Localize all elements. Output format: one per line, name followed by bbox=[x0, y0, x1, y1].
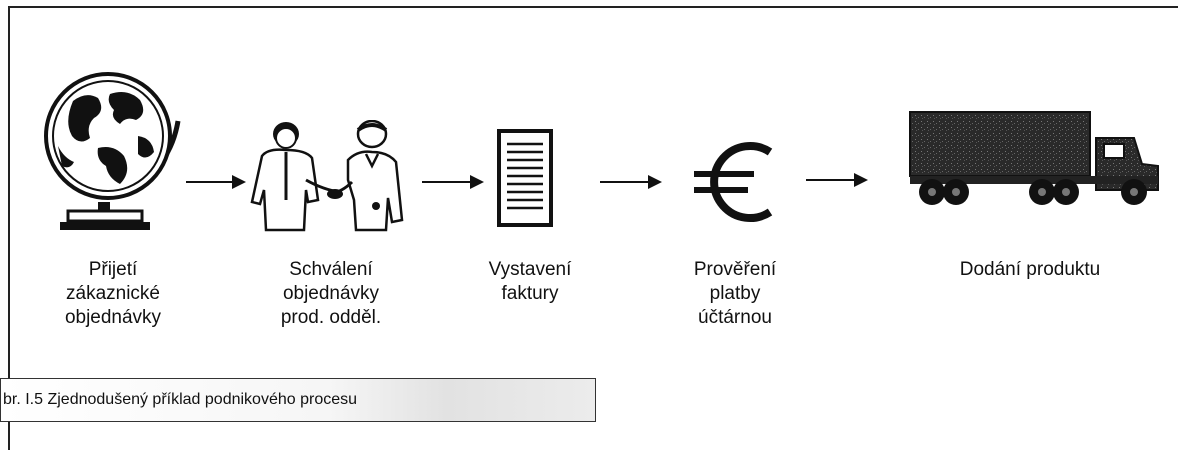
invoice-document-icon bbox=[497, 129, 553, 227]
flow-arrow bbox=[806, 173, 868, 187]
step-label-order-approval: Schválení objednávky prod. odděl. bbox=[280, 259, 382, 328]
flow-arrow bbox=[600, 175, 662, 189]
flow-arrow bbox=[186, 175, 246, 189]
step-label-invoice: Vystavení faktury bbox=[488, 259, 572, 304]
figure-caption: br. I.5 Zjednodušený příklad podnikového… bbox=[0, 378, 596, 422]
euro-icon bbox=[694, 142, 773, 222]
flow-arrow bbox=[422, 175, 484, 189]
step-label-order-receipt: Přijetí zákaznické objednávky bbox=[64, 259, 162, 328]
step-label-delivery: Dodání produktu bbox=[959, 259, 1101, 280]
step-label-payment-check: Prověření platby účtárnou bbox=[693, 259, 777, 328]
handshake-icon bbox=[250, 120, 404, 232]
figure-frame-left bbox=[8, 6, 10, 450]
truck-icon bbox=[909, 111, 1159, 205]
figure-frame-top bbox=[8, 6, 1178, 8]
globe-icon bbox=[44, 72, 181, 230]
